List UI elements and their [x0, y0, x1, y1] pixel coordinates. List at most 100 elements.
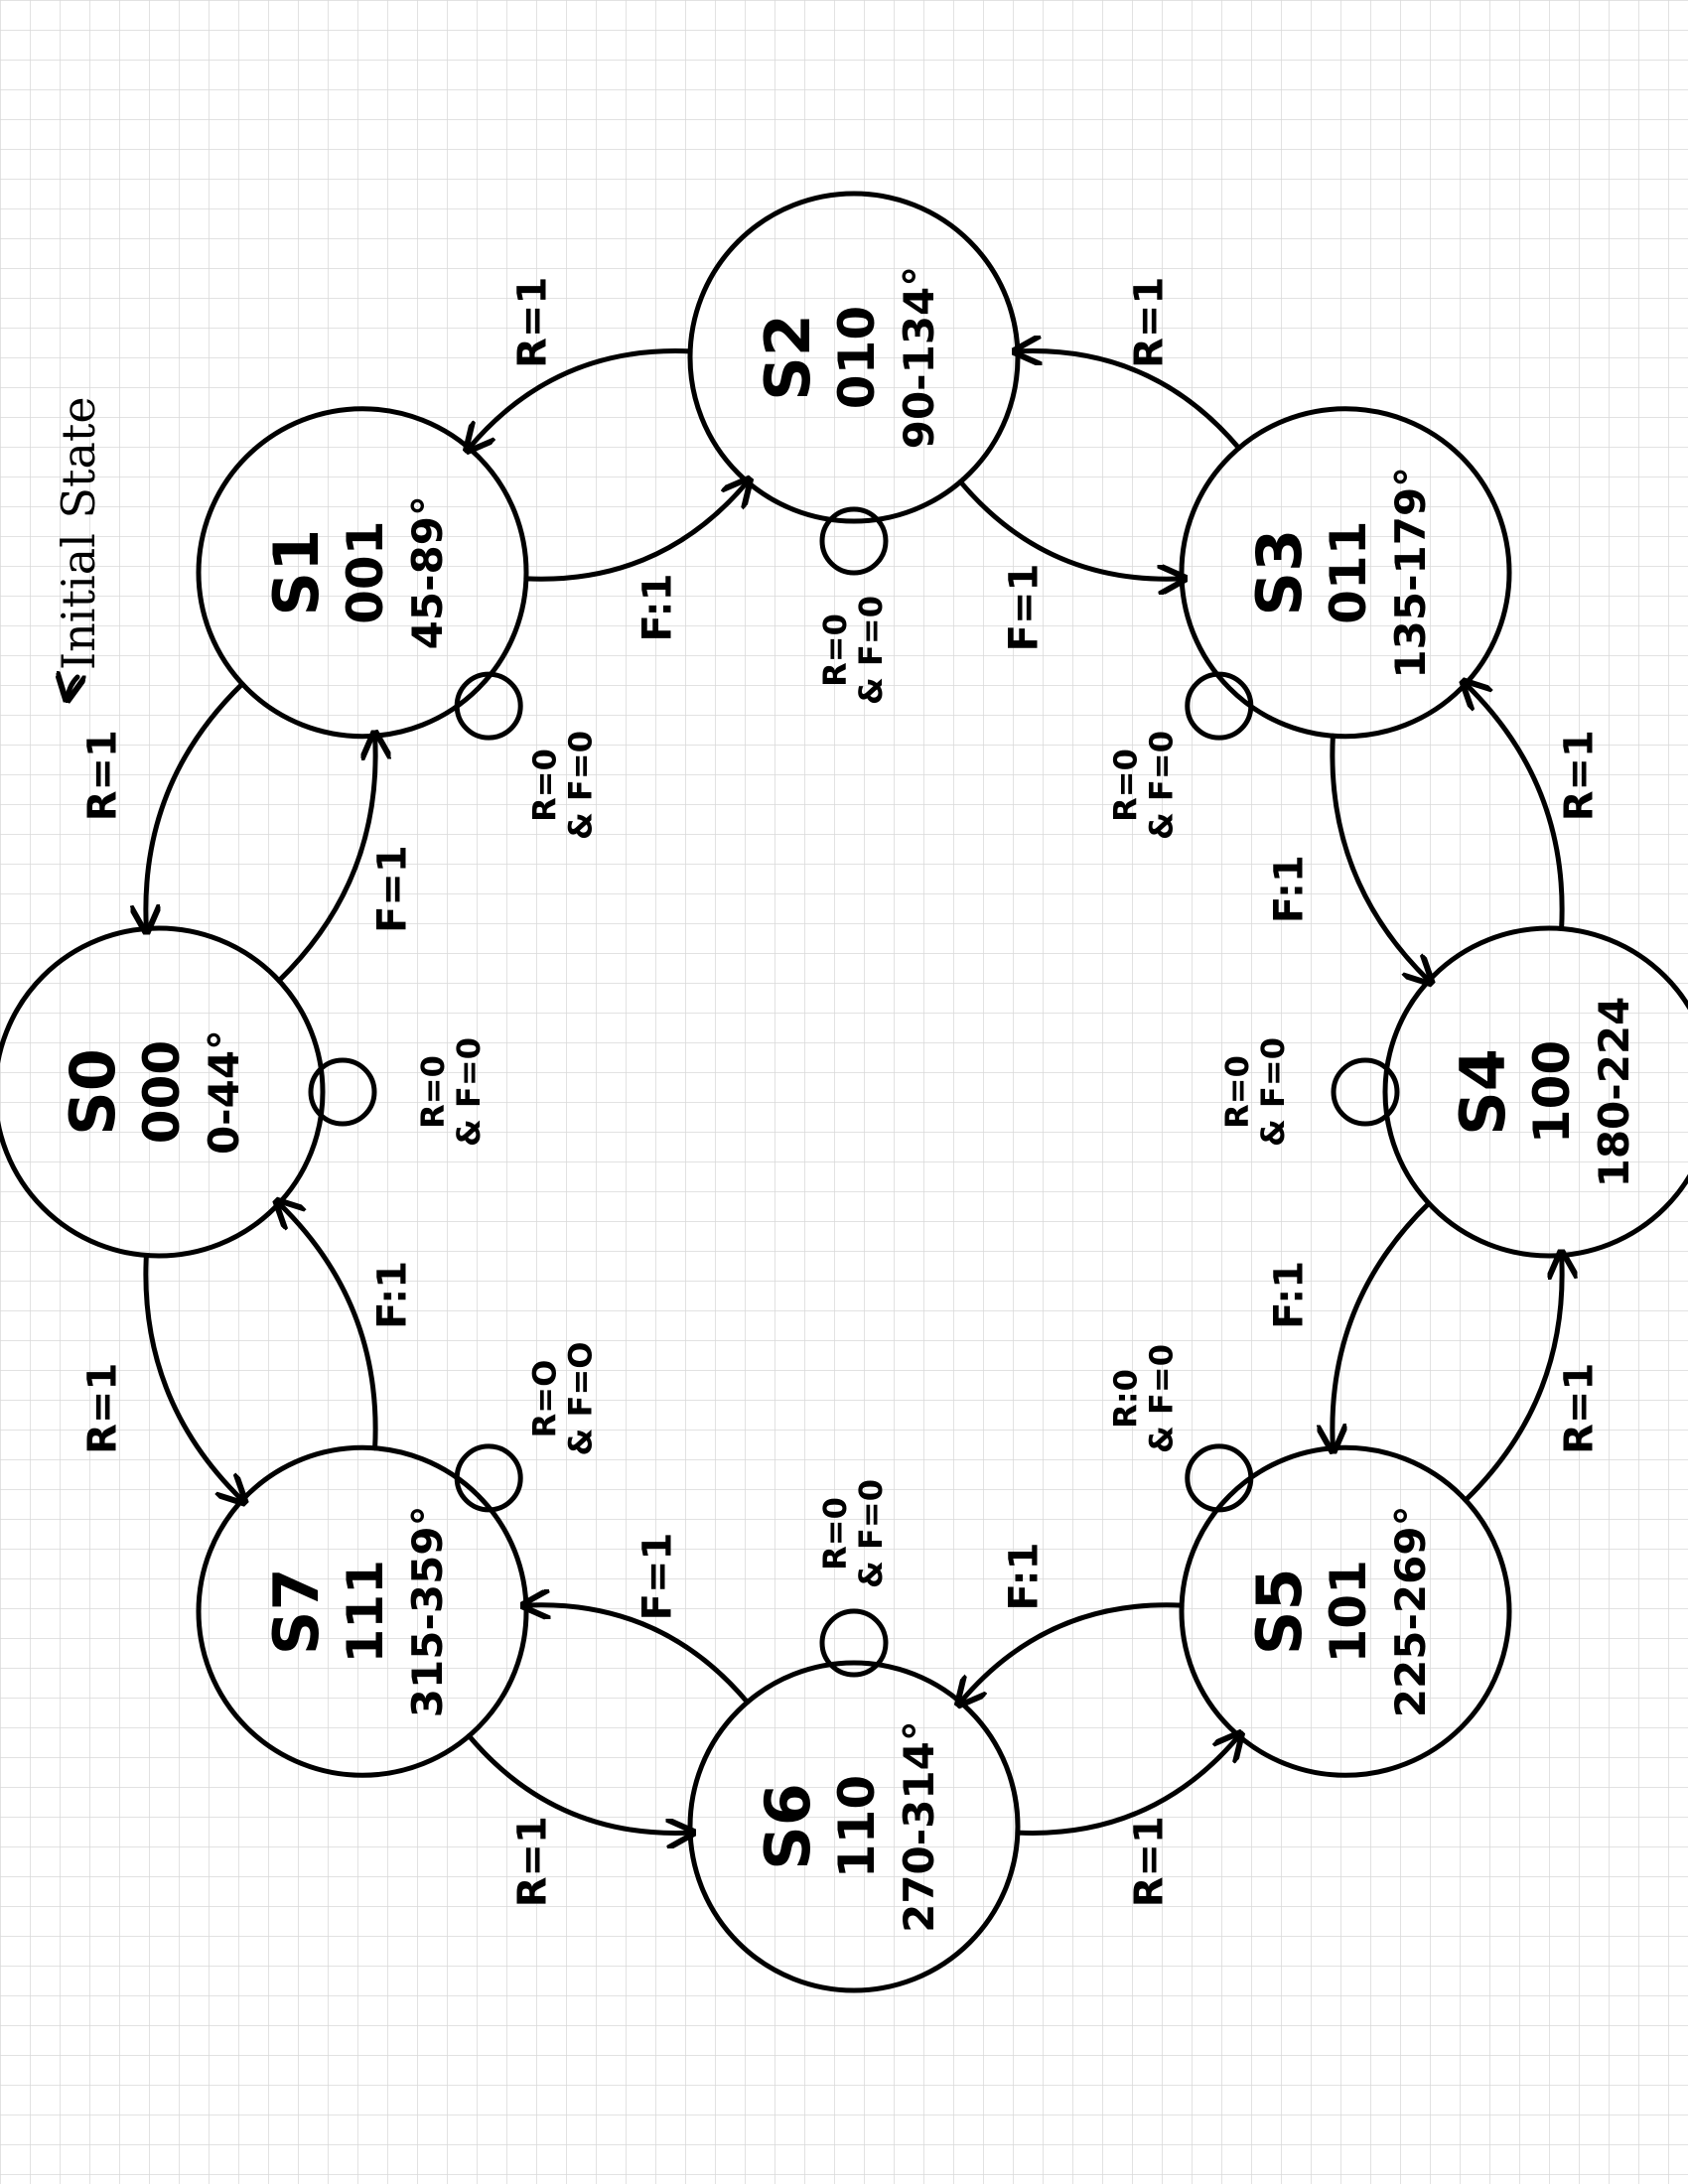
state-name: S6	[752, 1783, 824, 1870]
forward-transition-arrow	[957, 478, 1182, 579]
state-angle-range: 135-179°	[1386, 467, 1435, 679]
reverse-transition-arrow	[143, 1253, 242, 1501]
reverse-transition-arrow	[1463, 1256, 1562, 1503]
forward-transition-label: F:1	[634, 574, 680, 642]
stay-f-label: & F=0	[852, 1479, 890, 1588]
reverse-transition-arrow	[1018, 351, 1242, 451]
forward-transition-arrow	[526, 1605, 751, 1706]
stay-r-label: R=0	[526, 749, 564, 822]
self-loop-label: R=0& F=0	[1106, 731, 1180, 840]
reverse-transition-label: R=1	[1126, 277, 1172, 368]
state-name: S0	[57, 1048, 129, 1136]
self-loop-label: R=O& F=O	[526, 1342, 600, 1456]
state-name: S4	[1447, 1048, 1519, 1136]
state-code: 010	[828, 306, 886, 409]
self-loop-label: R=0& F=0	[816, 596, 890, 705]
self-loop	[819, 1608, 889, 1678]
state-name: S2	[752, 314, 824, 401]
initial-state-label: Initial State	[52, 396, 105, 670]
reverse-transition-label: R=1	[1126, 1816, 1172, 1907]
state-angle-range: 315-359°	[403, 1505, 452, 1717]
reverse-transition-label: R=1	[80, 730, 126, 821]
reverse-transition-arrow	[469, 348, 693, 449]
reverse-transition-arrow	[146, 681, 245, 929]
state-circle	[1382, 925, 1688, 1259]
state-circle	[196, 406, 529, 740]
self-loop-label: R:0& F=0	[1106, 1344, 1180, 1453]
stay-f-label: & F=O	[562, 1342, 600, 1456]
stay-r-label: R=0	[414, 1055, 452, 1129]
self-loop-label: R=0& F=0	[414, 1037, 488, 1147]
state-circle	[687, 191, 1021, 524]
state-angle-range: 225-269°	[1386, 1505, 1435, 1717]
forward-transition-arrow	[276, 736, 375, 984]
stay-f-label: & F=0	[1142, 1344, 1180, 1453]
state-angle-range: 45-89°	[403, 495, 452, 649]
stay-f-label: & F=0	[852, 596, 890, 705]
stay-f-label: & F=0	[1142, 731, 1180, 840]
self-loop-label: R=0& F=0	[816, 1479, 890, 1588]
state-circle	[1179, 406, 1512, 740]
reverse-transition-label: R=1	[510, 1816, 556, 1907]
initial-state-arrow	[68, 677, 77, 697]
state-name: S7	[260, 1568, 333, 1655]
reverse-transition-label: R=1	[1557, 1363, 1603, 1454]
reverse-transition-label: R=1	[1557, 730, 1603, 821]
state-name: S1	[260, 529, 333, 616]
self-loop	[1331, 1057, 1400, 1127]
forward-transition-arrow	[960, 1602, 1185, 1703]
state-angle-range: 90-134°	[895, 266, 943, 450]
stay-r-label: R=0	[1106, 749, 1144, 822]
forward-transition-label: F=1	[1002, 564, 1048, 652]
reverse-transition-arrow	[466, 1733, 690, 1834]
state-code: 011	[1320, 521, 1377, 624]
stay-f-label: & F=0	[450, 1037, 488, 1147]
stay-r-label: R=0	[1218, 1055, 1256, 1129]
self-loop-label: R=0& F=0	[526, 731, 600, 840]
state-angle-range: 270-314°	[895, 1720, 943, 1933]
state-circle	[0, 925, 326, 1259]
reverse-transition-arrow	[1466, 684, 1565, 931]
forward-transition-arrow	[1333, 1200, 1432, 1448]
forward-transition-label: F=1	[370, 845, 416, 933]
state-name: S3	[1243, 529, 1316, 616]
state-angle-range: 180-224	[1590, 997, 1638, 1188]
state-code: 110	[828, 1775, 886, 1878]
stay-f-label: & F=0	[1254, 1037, 1292, 1147]
state-angle-range: 0-44°	[200, 1029, 248, 1155]
state-circle	[1179, 1444, 1512, 1778]
stay-r-label: R:0	[1106, 1369, 1144, 1429]
forward-transition-arrow	[1330, 733, 1429, 981]
state-code: 111	[337, 1560, 394, 1663]
self-loop	[308, 1057, 377, 1127]
forward-transition-arrow	[523, 481, 748, 582]
forward-transition-label: F:1	[1002, 1543, 1048, 1611]
stay-r-label: R=0	[816, 1497, 854, 1570]
self-loop	[819, 506, 889, 576]
forward-transition-label: F:1	[1267, 1261, 1313, 1329]
transitions: F=1R=1F:1R=1F=1R=1F:1R=1F:1R=1F:1R=1F=1R…	[80, 277, 1603, 1908]
reverse-transition-label: R=1	[80, 1363, 126, 1454]
state-name: S5	[1243, 1568, 1316, 1655]
stay-r-label: R=O	[526, 1360, 564, 1438]
forward-transition-label: F=1	[634, 1533, 680, 1621]
state-circle	[196, 1444, 529, 1778]
reverse-transition-label: R=1	[510, 277, 556, 368]
state-code: 001	[337, 521, 394, 624]
